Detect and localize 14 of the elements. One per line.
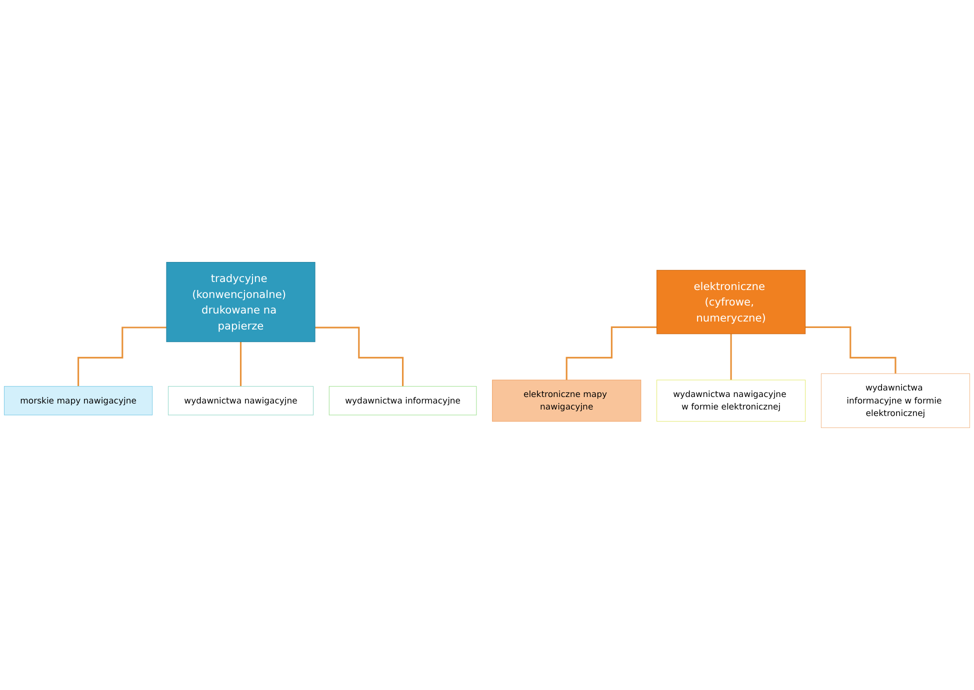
connector (805, 326, 896, 374)
connector (78, 326, 166, 388)
node-box: wydawnictwa nawigacyjne w formie elektronicznej (656, 380, 806, 422)
node-box: wydawnictwa nawigacyjne (168, 386, 314, 416)
connector (315, 326, 404, 388)
node-box: morskie mapy nawigacyjne (4, 386, 153, 416)
node-box: elektroniczne (cyfrowe, numeryczne) (656, 270, 806, 334)
node-box: tradycyjne (konwencjonalne) drukowane na papierze (166, 262, 316, 342)
node-box: wydawnictwa informacyjne w formie elektronicznej (820, 373, 970, 428)
connector (240, 341, 242, 388)
connector (730, 333, 732, 381)
node-box: wydawnictwa informacyjne (328, 386, 477, 416)
node-box: elektroniczne mapy nawigacyjne (492, 380, 642, 422)
connector (566, 326, 657, 381)
